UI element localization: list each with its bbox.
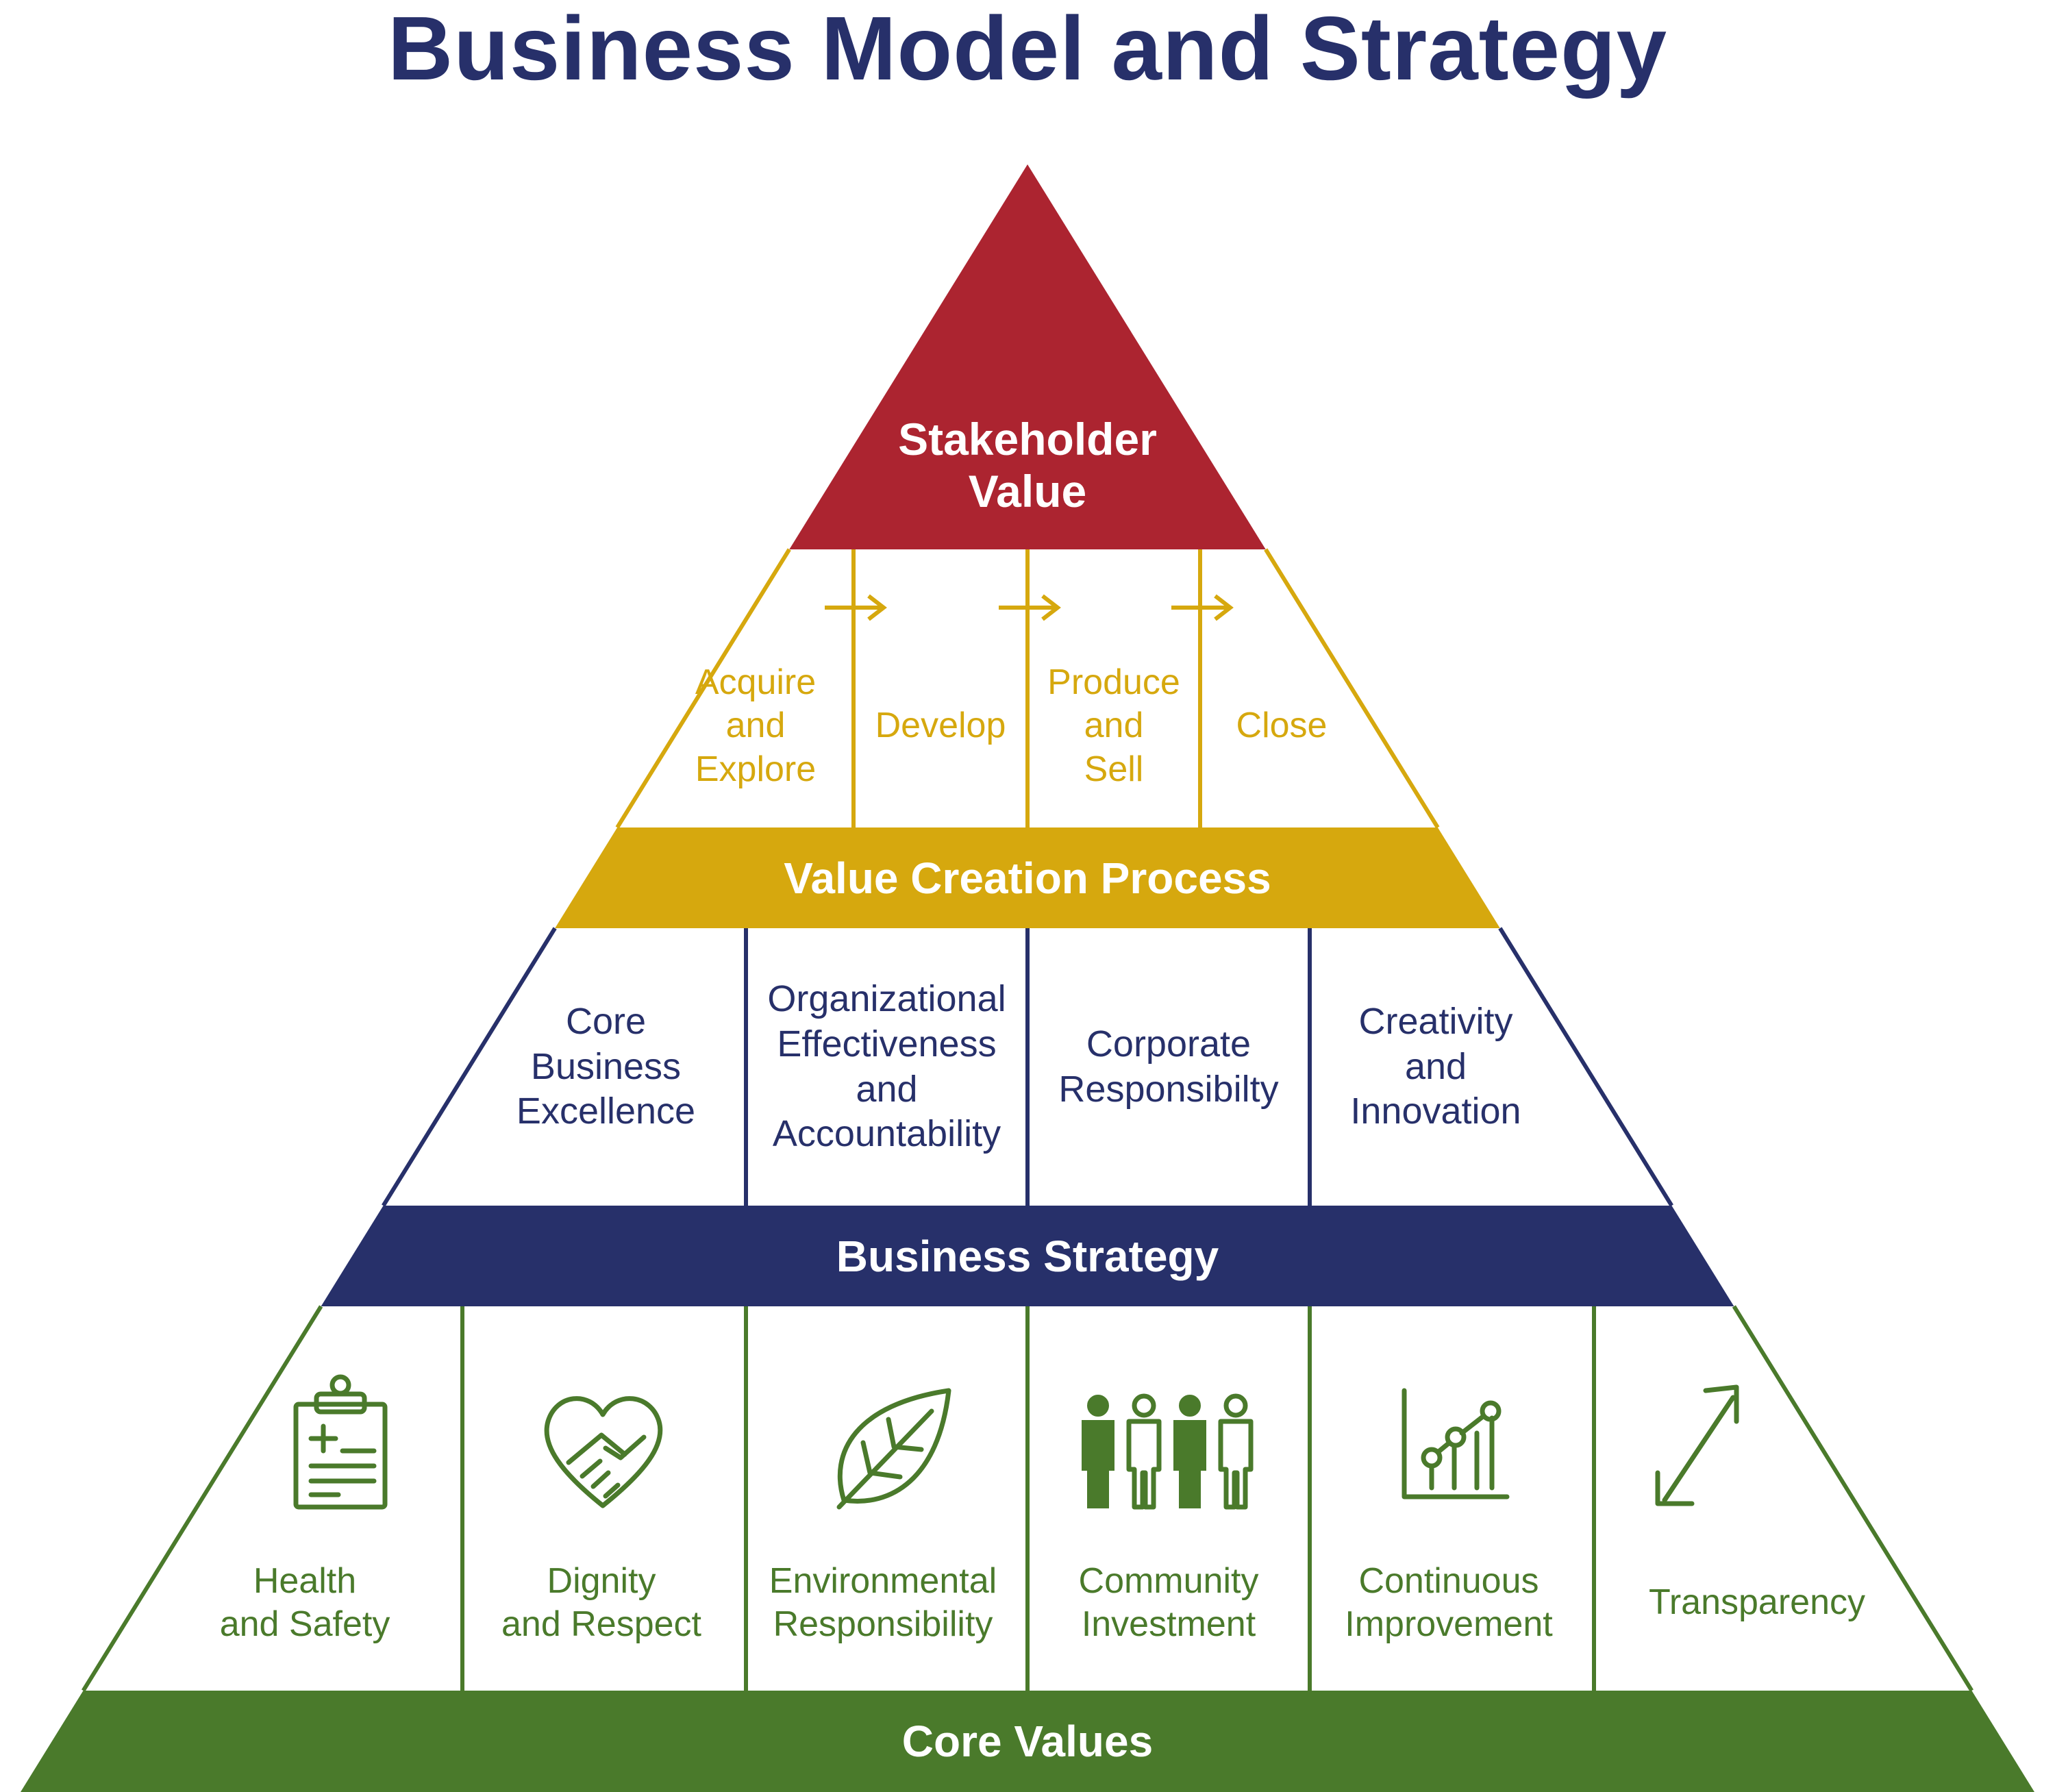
strategy-pillar-2: Organizational Effectiveness and Account… — [767, 978, 1006, 1155]
stakeholder-value-label: Stakeholder Value — [898, 414, 1157, 517]
strategy-pillar-4: Creativity and Innovation — [1350, 1000, 1521, 1132]
value-creation-band — [555, 827, 1500, 928]
step-arrow-head — [1041, 594, 1061, 621]
core-values-left-edge — [82, 1305, 323, 1692]
core-value-6: Transparency — [1649, 1582, 1865, 1623]
people-group-icon — [1082, 1393, 1254, 1510]
step-arrow-head — [1214, 594, 1234, 621]
core-value-4: Community Investment — [1078, 1560, 1259, 1644]
page-title: Business Model and Strategy — [387, 0, 1668, 99]
core-values-band — [21, 1691, 2034, 1792]
value-step-3: Produce and Sell — [1047, 662, 1180, 789]
business-strategy-band — [321, 1206, 1734, 1306]
business-strategy-left-edge — [382, 927, 557, 1207]
business-strategy-band-label: Business Strategy — [836, 1231, 1219, 1281]
core-value-1: Health and Safety — [219, 1560, 390, 1644]
core-value-2: Dignity and Respect — [501, 1560, 701, 1644]
clipboard-medical-icon — [293, 1374, 388, 1510]
strategy-pillar-3: Corporate Responsibilty — [1058, 1023, 1279, 1110]
value-creation-band-label: Value Creation Process — [784, 853, 1271, 903]
step-arrow-head — [867, 594, 887, 621]
core-values-right-edge — [1732, 1305, 1973, 1692]
heart-handshake-icon — [544, 1396, 663, 1508]
value-creation-left-edge — [615, 548, 791, 829]
strategy-pillar-1: Core Business Excellence — [516, 1000, 696, 1132]
stakeholder-value-triangle — [789, 164, 1266, 549]
core-value-5: Continuous Improvement — [1345, 1560, 1553, 1644]
growth-chart-icon — [1402, 1388, 1510, 1499]
value-step-2: Develop — [875, 706, 1006, 746]
value-step-1: Acquire and Explore — [695, 662, 817, 789]
value-step-4: Close — [1236, 706, 1328, 746]
two-way-arrows-icon — [1655, 1384, 1739, 1506]
core-value-3: Environmental Responsibility — [769, 1560, 997, 1644]
core-values-band-label: Core Values — [901, 1717, 1154, 1766]
business-strategy-right-edge — [1498, 927, 1673, 1207]
value-creation-right-edge — [1264, 548, 1440, 829]
leaf-icon — [836, 1388, 951, 1510]
